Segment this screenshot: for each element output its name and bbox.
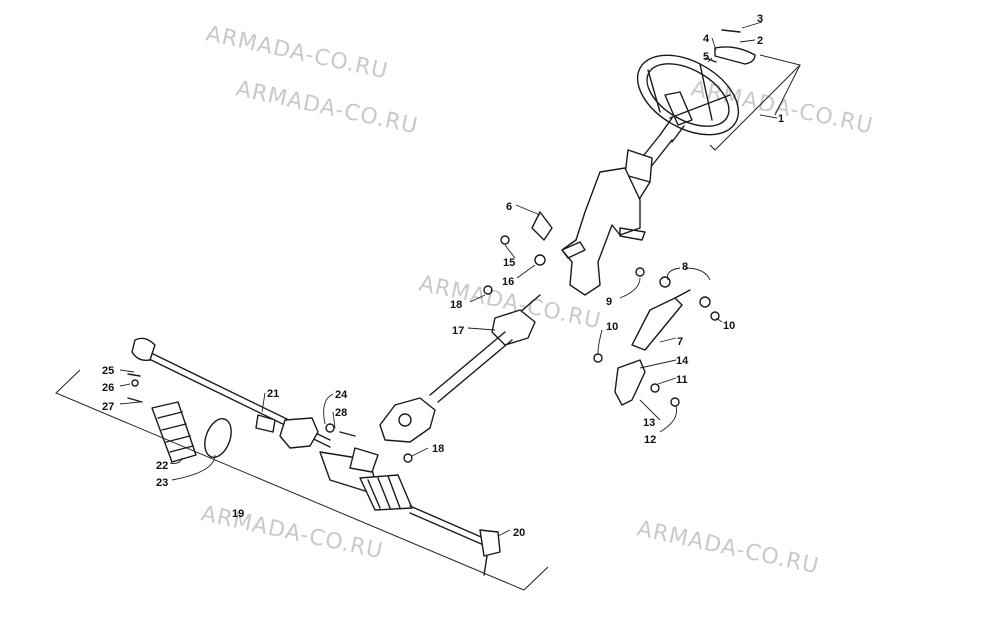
callout-10b: 10 (723, 320, 735, 332)
callout-4: 4 (703, 33, 710, 45)
callout-7: 7 (677, 336, 683, 348)
callout-24: 24 (335, 389, 348, 401)
watermark-text: ARMADA-CO.RU (199, 501, 386, 564)
callout-25: 25 (102, 365, 114, 377)
callout-21: 21 (267, 388, 279, 400)
callout-27: 27 (102, 401, 114, 413)
callout-labels: 1 2 3 4 5 6 7 8 9 10 10 11 12 13 14 15 1… (102, 13, 784, 539)
callout-15: 15 (503, 257, 515, 269)
watermark-text: ARMADA-CO.RU (204, 21, 391, 84)
callout-3: 3 (757, 13, 763, 25)
hardware (127, 235, 720, 463)
callout-19: 19 (232, 508, 244, 520)
callout-9: 9 (606, 296, 612, 308)
callout-8: 8 (682, 261, 688, 273)
callout-26: 26 (102, 382, 114, 394)
callout-17: 17 (452, 325, 464, 337)
callout-14: 14 (676, 355, 689, 367)
steering-wheel (636, 54, 740, 143)
callout-11: 11 (676, 374, 688, 386)
callout-13: 13 (643, 417, 655, 429)
steering-column-upper (531, 134, 673, 296)
callout-1: 1 (778, 113, 784, 125)
watermark-text: ARMADA-CO.RU (234, 76, 421, 139)
callout-16: 16 (502, 276, 514, 288)
leader-lines (119, 21, 778, 537)
wheel-cover (705, 29, 756, 65)
callout-5: 5 (703, 51, 709, 63)
callout-10a: 10 (606, 321, 618, 333)
callout-18b: 18 (432, 443, 444, 455)
assembly-brackets (55, 54, 801, 591)
watermark-text: ARMADA-CO.RU (635, 516, 822, 579)
callout-12: 12 (644, 434, 656, 446)
callout-20: 20 (513, 527, 525, 539)
callout-22: 22 (156, 460, 168, 472)
rack-boot (151, 401, 232, 463)
callout-23: 23 (156, 477, 168, 489)
callout-2: 2 (757, 35, 763, 47)
steering-rack (131, 337, 501, 576)
callout-6: 6 (506, 201, 512, 213)
callout-28: 28 (335, 407, 347, 419)
steering-damper (614, 289, 691, 406)
intermediate-shaft (379, 294, 541, 443)
callout-18a: 18 (450, 299, 462, 311)
